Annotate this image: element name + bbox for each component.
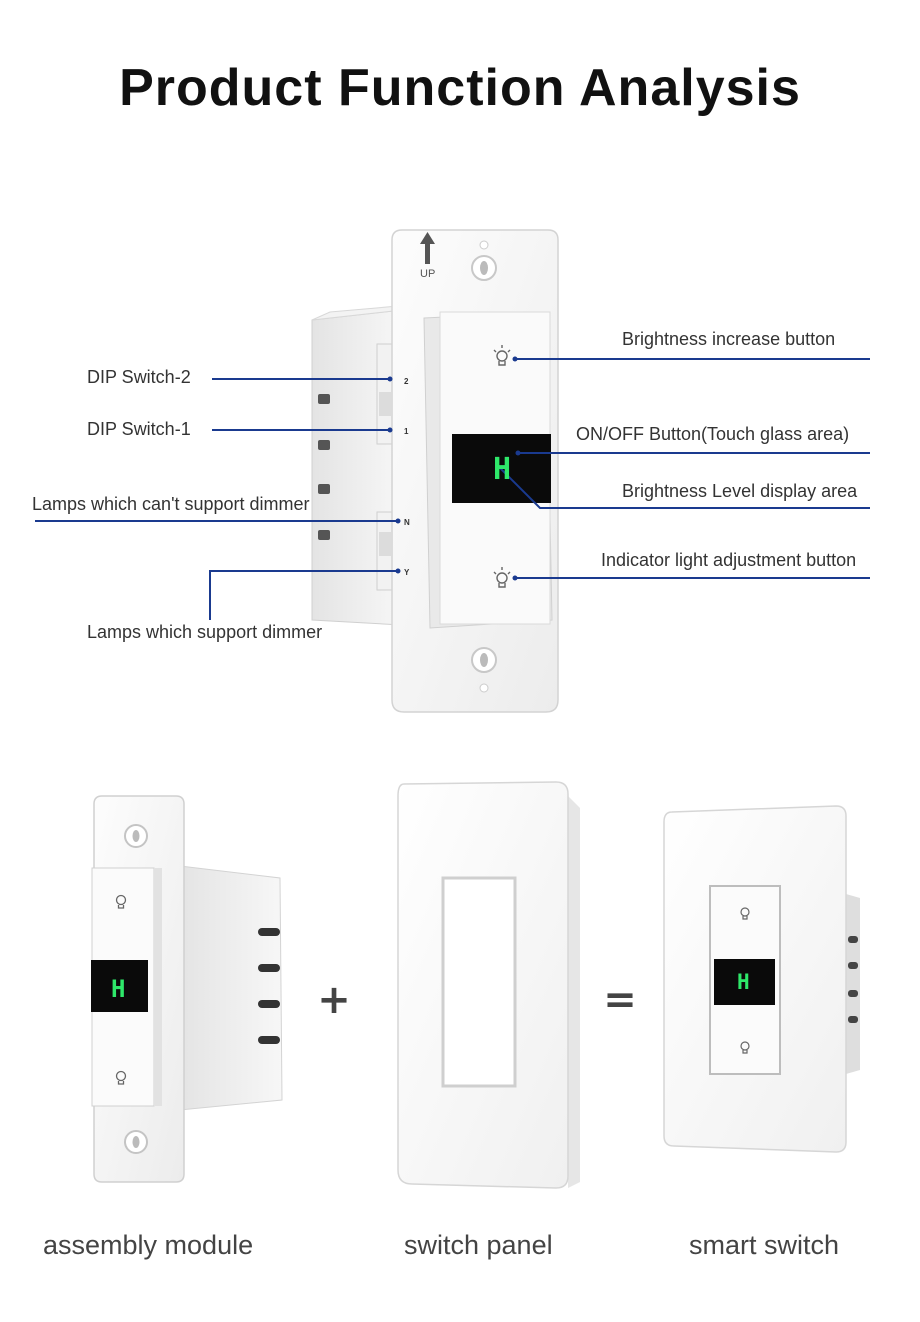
smart-switch <box>663 805 860 1153</box>
dip-mark-y: Y <box>404 568 410 577</box>
label-indicator-adjust: Indicator light adjustment button <box>601 550 857 570</box>
display-char: H <box>493 452 511 487</box>
plus-sign: + <box>317 977 351 1023</box>
up-label: UP <box>420 268 435 280</box>
label-dip-switch-1: DIP Switch-1 <box>87 419 191 439</box>
caption-switch-panel: switch panel <box>404 1230 553 1260</box>
equals-sign: = <box>603 977 637 1023</box>
main-device <box>311 229 559 713</box>
dip-mark-1: 1 <box>404 427 409 436</box>
label-lamps-no-dimmer: Lamps which can't support dimmer <box>32 494 310 514</box>
dip-mark-n: N <box>404 518 410 527</box>
smart-display-char: H <box>737 970 750 994</box>
caption-assembly-module: assembly module <box>43 1230 254 1260</box>
caption-smart-switch: smart switch <box>689 1230 840 1260</box>
switch-panel <box>397 781 580 1189</box>
up-arrow-icon <box>420 232 435 264</box>
dip-mark-2: 2 <box>404 377 409 386</box>
assembly-display-char: H <box>111 975 125 1003</box>
leader-lines <box>35 358 870 620</box>
leader-dots <box>387 356 521 581</box>
label-on-off: ON/OFF Button(Touch glass area) <box>576 424 850 444</box>
assembly-module <box>91 795 283 1183</box>
indicator-bulb-icon <box>493 567 511 588</box>
label-dip-switch-2: DIP Switch-2 <box>87 367 191 387</box>
label-brightness-increase: Brightness increase button <box>622 329 836 349</box>
label-lamps-dimmer: Lamps which support dimmer <box>87 622 323 642</box>
page-title: Product Function Analysis <box>119 59 801 117</box>
label-brightness-level: Brightness Level display area <box>622 481 858 501</box>
brightness-up-bulb-icon <box>493 345 511 366</box>
